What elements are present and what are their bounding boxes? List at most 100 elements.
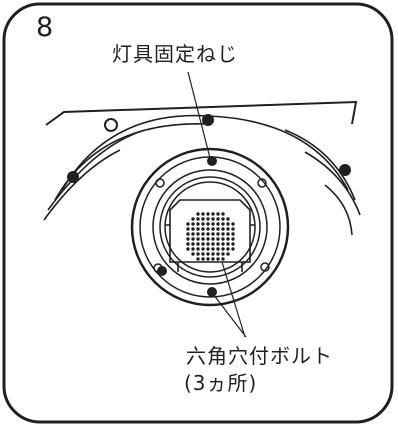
led-dot (191, 237, 195, 241)
led-dot (191, 232, 195, 236)
led-dot (216, 212, 220, 216)
led-dot (226, 242, 230, 246)
led-dot (196, 212, 200, 216)
led-dot (226, 252, 230, 256)
led-dot (191, 227, 195, 231)
led-dot (231, 222, 235, 226)
led-dot (211, 247, 215, 251)
led-dot (211, 257, 215, 261)
led-dot (206, 212, 210, 216)
led-dot (216, 257, 220, 261)
led-dot (186, 227, 190, 231)
led-dot (226, 222, 230, 226)
led-dot (211, 252, 215, 256)
led-dot (221, 227, 225, 231)
led-dot (196, 247, 200, 251)
led-dot (211, 222, 215, 226)
led-dot (196, 242, 200, 246)
led-dot (221, 222, 225, 226)
step-number: 8 (36, 12, 54, 43)
mounting-plate (45, 100, 358, 126)
led-dot (191, 252, 195, 256)
led-dot (201, 247, 205, 251)
led-dot (201, 227, 205, 231)
led-dot (211, 242, 215, 246)
led-dot (221, 237, 225, 241)
led-dot (196, 257, 200, 261)
led-dot (231, 247, 235, 251)
led-dot (206, 237, 210, 241)
led-dot (191, 217, 195, 221)
led-dot (206, 222, 210, 226)
led-dot (196, 217, 200, 221)
led-dot (221, 212, 225, 216)
led-dot (201, 232, 205, 236)
led-dot (196, 227, 200, 231)
led-dot (206, 257, 210, 261)
led-dot (206, 232, 210, 236)
panel-border (2, 2, 394, 424)
led-dot (221, 217, 225, 221)
led-dot (186, 247, 190, 251)
callout-fixing-screw: 灯具固定ねじ (112, 42, 238, 66)
led-dot (216, 232, 220, 236)
callout-bolt-count: (3ヵ所) (184, 371, 258, 395)
led-dot (186, 242, 190, 246)
led-dot (201, 212, 205, 216)
led-dot (201, 222, 205, 226)
led-dot (221, 232, 225, 236)
led-dot (226, 237, 230, 241)
led-dot (201, 237, 205, 241)
led-dot (186, 237, 190, 241)
led-dot (191, 247, 195, 251)
led-dot (231, 242, 235, 246)
led-dot (191, 222, 195, 226)
led-dot (231, 227, 235, 231)
led-dot (196, 252, 200, 256)
led-dot (196, 222, 200, 226)
led-dot (216, 237, 220, 241)
fixture-body (130, 147, 290, 307)
led-dot (196, 232, 200, 236)
led-dot (186, 232, 190, 236)
led-dot (201, 252, 205, 256)
led-dot (211, 217, 215, 221)
led-dot (216, 252, 220, 256)
screw-icon (67, 114, 351, 183)
led-dot (196, 237, 200, 241)
led-dot (186, 222, 190, 226)
led-dot (226, 227, 230, 231)
led-dot (226, 232, 230, 236)
led-dot (206, 217, 210, 221)
led-dot (206, 247, 210, 251)
led-dot (221, 252, 225, 256)
led-dot (201, 217, 205, 221)
led-dot (216, 247, 220, 251)
led-array (186, 212, 235, 261)
led-dot (221, 242, 225, 246)
led-dot (216, 222, 220, 226)
led-dot (211, 227, 215, 231)
led-dot (191, 242, 195, 246)
led-dot (211, 237, 215, 241)
plate-hole-icon (104, 118, 118, 132)
led-dot (221, 257, 225, 261)
leader-lines (187, 71, 247, 338)
led-module (165, 199, 255, 272)
led-dot (206, 252, 210, 256)
led-dot (231, 237, 235, 241)
led-dot (231, 232, 235, 236)
led-dot (216, 217, 220, 221)
led-dot (211, 232, 215, 236)
led-dot (211, 212, 215, 216)
led-dot (216, 227, 220, 231)
led-dot (206, 227, 210, 231)
led-dot (226, 217, 230, 221)
led-dot (201, 257, 205, 261)
reflector-arcs (43, 114, 361, 236)
led-dot (226, 247, 230, 251)
led-dot (221, 247, 225, 251)
led-dot (206, 242, 210, 246)
